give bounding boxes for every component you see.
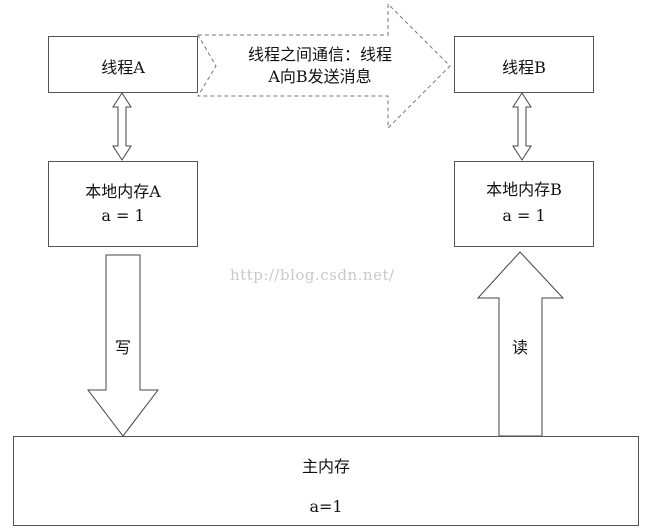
- main-memory-value: a=1: [309, 497, 343, 516]
- local-memory-a-value: a = 1: [101, 206, 145, 225]
- thread-a-label: 线程A: [101, 58, 145, 77]
- comm-arrow-line2: A向B发送消息: [268, 67, 372, 86]
- thread-a-sync-arrow: [112, 92, 132, 161]
- local-memory-b-box: 本地内存B a = 1: [454, 161, 594, 247]
- thread-b-sync-arrow: [512, 92, 532, 161]
- local-memory-a-box: 本地内存A a = 1: [48, 161, 198, 247]
- thread-b-label: 线程B: [502, 58, 546, 77]
- local-memory-b-title: 本地内存B: [486, 180, 562, 199]
- main-memory-title: 主内存: [301, 457, 350, 476]
- thread-b-box: 线程B: [454, 36, 594, 93]
- write-label: 写: [114, 338, 131, 357]
- main-memory-box: 主内存 a=1: [13, 436, 639, 526]
- write-arrow-shape: [86, 254, 160, 437]
- local-memory-a-title: 本地内存A: [85, 182, 161, 201]
- comm-arrow-text: 线程之间通信：线程 A向B发送消息: [230, 44, 410, 88]
- read-label: 读: [511, 338, 528, 357]
- comm-arrow-line1: 线程之间通信：线程: [247, 45, 392, 64]
- thread-a-box: 线程A: [48, 36, 198, 93]
- communication-arrow: [197, 2, 451, 130]
- local-memory-b-value: a = 1: [502, 206, 546, 225]
- watermark-text: http://blog.csdn.net/: [230, 266, 395, 284]
